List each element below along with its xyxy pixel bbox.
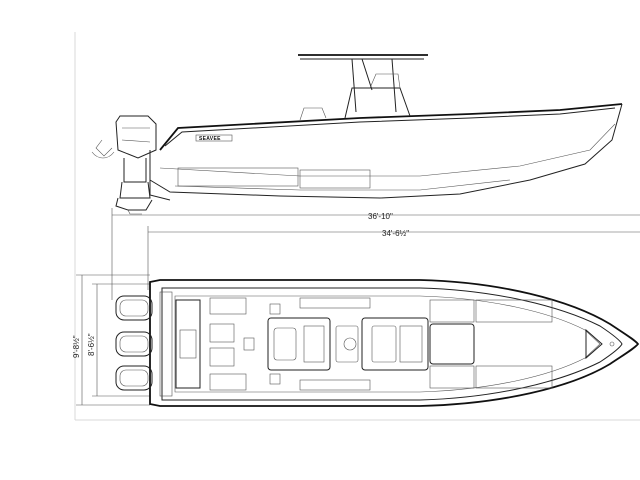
beam-dimensions: 9'-8½" 8'-6½": [72, 274, 150, 406]
center-console-plan: [361, 317, 429, 371]
t-top-frame-mid: [361, 58, 373, 91]
dim-length-overall: 36'-10": [368, 212, 393, 221]
deck-square-2: [269, 303, 281, 315]
plan-view: [115, 279, 640, 407]
leaning-post-cooler: [303, 325, 325, 363]
engine-cowling: [115, 115, 157, 159]
center-console: [344, 87, 411, 119]
t-top-frame-fwd: [391, 58, 397, 113]
engine-plan-center: [115, 331, 153, 357]
length-dimensions: 36'-10" 34'-6½": [111, 208, 640, 300]
console-dash: [399, 325, 423, 363]
bow-cleat: [609, 341, 615, 347]
forward-coaming-port: [429, 299, 475, 323]
hull-chine: [159, 123, 616, 177]
hull-strake-1: [174, 179, 511, 191]
deck-hatch-starboard-2: [299, 379, 371, 391]
engine-lower-unit: [119, 181, 151, 199]
engine-plan-starboard-inner: [119, 369, 149, 387]
console-seat: [429, 323, 475, 365]
dim-length-hull: 34'-6½": [382, 229, 409, 238]
plan-deck-edge: [174, 295, 601, 393]
leaning-post-plan: [267, 317, 331, 371]
helm-chair: [335, 325, 359, 363]
plan-hull-outline: [149, 279, 640, 407]
dim-beam-overall: 9'-8½": [72, 335, 81, 358]
t-top-frame-aft: [351, 58, 357, 113]
steering-wheel: [343, 337, 357, 351]
outboard-engines: [91, 115, 157, 215]
transom-wall: [159, 291, 173, 397]
deck-hatch-starboard-1: [209, 373, 247, 391]
dim-beam-hull: 8'-6½": [87, 333, 96, 356]
brand-plate: [195, 134, 233, 142]
hull-side-panel-2: [299, 169, 371, 189]
engine-hose: [91, 151, 115, 159]
deck-square-1: [243, 337, 255, 351]
bow-hatch: [585, 328, 603, 360]
engine-midsection: [123, 158, 147, 183]
hull-sheer-inner: [164, 107, 616, 147]
side-profile-view: SEAVEE: [91, 54, 623, 215]
deck-hatch-port-2: [299, 297, 371, 309]
livewell-port: [209, 323, 235, 343]
deck-square-3: [269, 373, 281, 385]
transom: [149, 150, 171, 201]
brand-name: SEAVEE: [199, 136, 221, 142]
transom-bench: [175, 299, 201, 389]
engine-propeller: [115, 197, 153, 211]
livewell-starboard: [209, 347, 235, 367]
console-helm: [371, 325, 397, 363]
plan-gunwale-inner: [161, 287, 623, 401]
engine-cowling-detail: [121, 127, 151, 143]
engine-plan-port: [115, 295, 153, 321]
engine-tiller: [95, 139, 113, 157]
engine-plan-starboard: [115, 365, 153, 391]
transom-cushion: [179, 329, 197, 359]
bow-seat-starboard: [475, 365, 553, 389]
hull-side-panel-1: [177, 167, 299, 187]
bow-seat-port: [475, 299, 553, 323]
engine-skeg: [127, 209, 142, 215]
deck-hatch-port-1: [209, 297, 247, 315]
hull-bottom: [149, 103, 623, 199]
console-windshield: [369, 73, 401, 89]
engine-plan-port-inner: [119, 299, 149, 317]
leaning-post: [299, 107, 327, 121]
leaning-post-seat: [273, 327, 297, 361]
engine-plan-center-inner: [119, 335, 149, 353]
hull-sheer-line: [159, 103, 623, 151]
forward-coaming-starboard: [429, 365, 475, 389]
